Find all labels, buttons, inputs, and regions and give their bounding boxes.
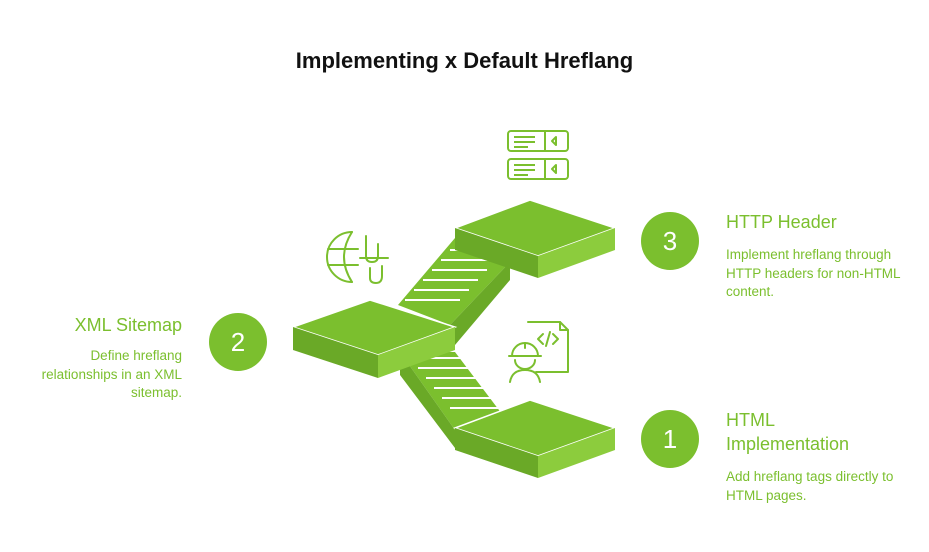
step-2-description: Define hreflang relationships in an XML … — [41, 348, 182, 400]
page-title: Implementing x Default Hreflang — [295, 48, 634, 73]
step-1-heading: HTML Implementation — [726, 410, 850, 454]
worker-code-icon — [508, 321, 569, 383]
server-icon — [507, 130, 569, 180]
step-1-description: Add hreflang tags directly to HTML pages… — [726, 469, 894, 503]
step-1-badge: 1 — [641, 410, 699, 468]
platform-1 — [452, 399, 618, 478]
step-3-badge: 3 — [641, 212, 699, 270]
step-2-heading: XML Sitemap — [74, 315, 182, 335]
globe-sitemap-icon — [326, 231, 389, 285]
platform-2 — [290, 299, 458, 378]
platform-3 — [452, 199, 618, 278]
step-2-badge: 2 — [209, 313, 267, 371]
step-3-heading: HTTP Header — [726, 212, 837, 232]
step-3-description: Implement hreflang through HTTP headers … — [726, 247, 901, 299]
upper-stair-flight — [398, 238, 510, 345]
